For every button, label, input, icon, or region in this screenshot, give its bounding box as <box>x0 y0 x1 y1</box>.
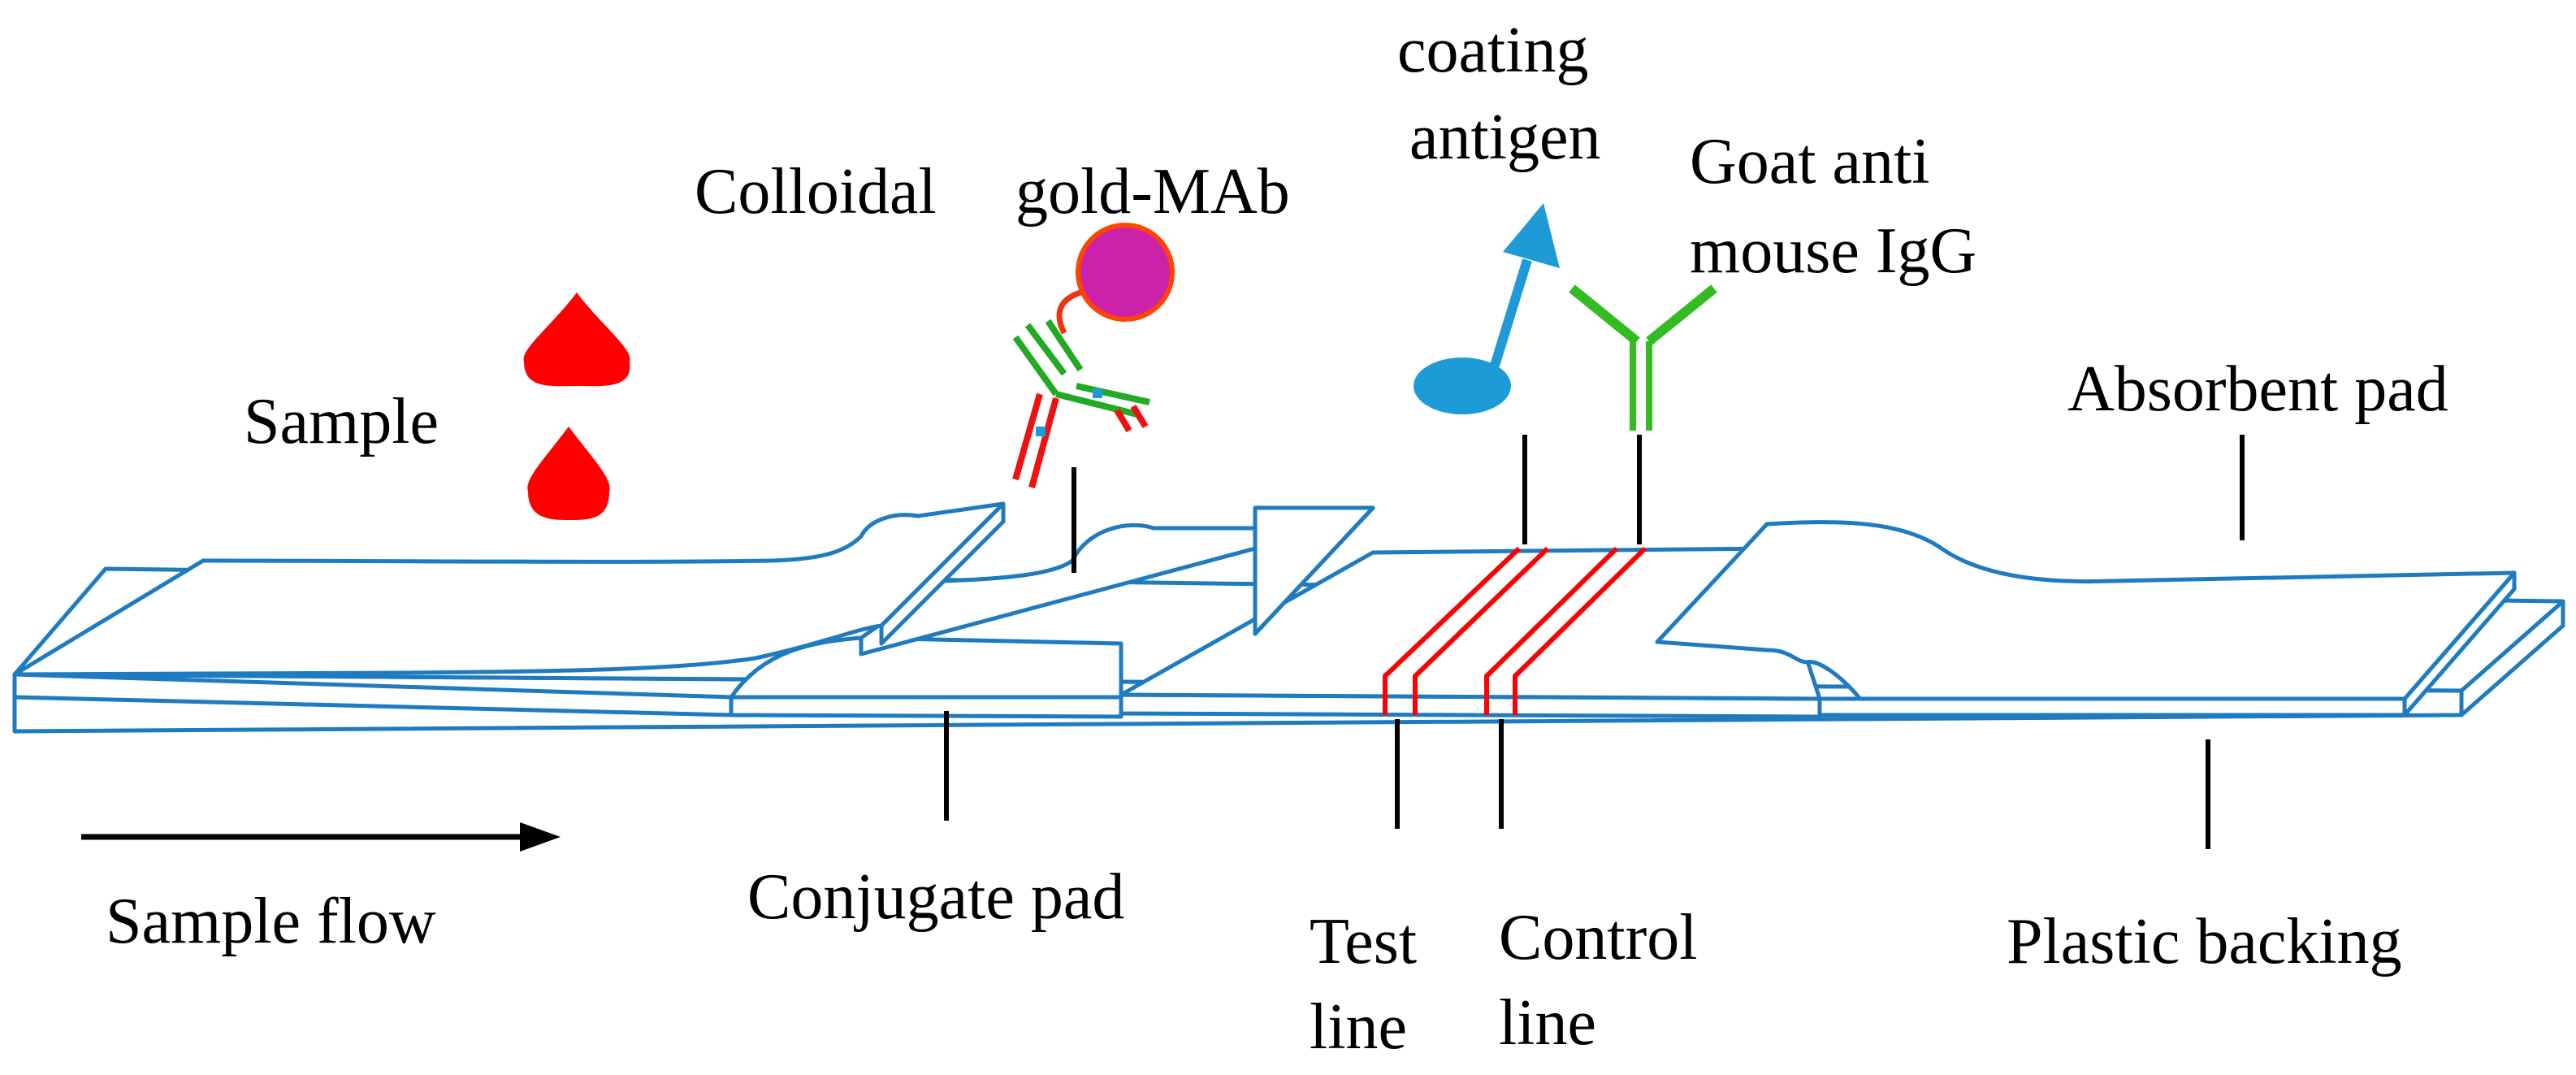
label-antigen: antigen <box>1409 102 1600 173</box>
sample-pad <box>12 501 1006 717</box>
coating-antigen-icon <box>1414 203 1560 414</box>
absorbent-pad <box>1655 520 2517 717</box>
label-test: Test <box>1310 906 1417 977</box>
label-sample: Sample <box>244 386 439 457</box>
label-control-line: line <box>1499 987 1596 1059</box>
label-gold-mab: gold-MAb <box>1015 156 1290 228</box>
sample-flow-arrow <box>81 822 561 852</box>
label-sample-flow: Sample flow <box>106 886 436 957</box>
label-control: Control <box>1499 902 1697 973</box>
label-absorbent-pad: Absorbent pad <box>2067 353 2448 425</box>
label-goat-anti: Goat anti <box>1690 126 1929 197</box>
label-plastic-backing: Plastic backing <box>2007 906 2402 977</box>
label-mouse-igg: mouse IgG <box>1690 215 1976 287</box>
label-conjugate-pad: Conjugate pad <box>747 861 1124 933</box>
test-line-mark <box>1383 546 1550 715</box>
label-test-line: line <box>1310 991 1407 1063</box>
label-coating: coating <box>1397 15 1588 86</box>
goat-anti-mouse-igg-icon <box>1569 284 1717 431</box>
colloidal-gold-antibody-icon <box>1012 223 1175 489</box>
sample-drop-icon <box>527 427 610 520</box>
label-colloidal: Colloidal <box>695 156 937 228</box>
control-line-mark <box>1484 546 1647 715</box>
sample-drop-icon <box>523 293 630 387</box>
